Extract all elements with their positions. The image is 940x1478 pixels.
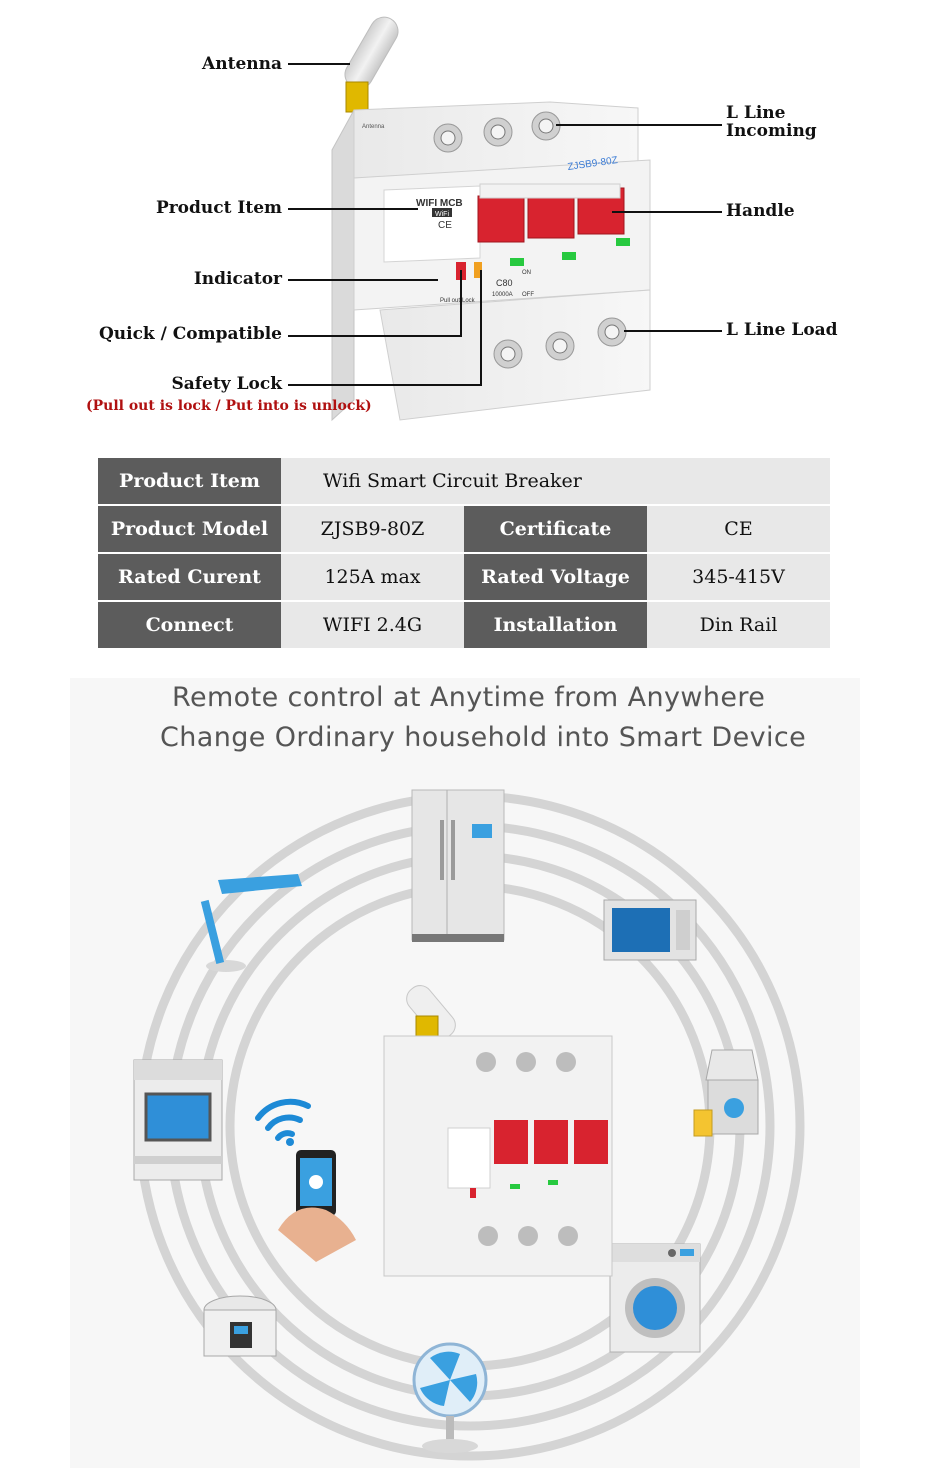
table-row: Connect WIFI 2.4G Installation Din Rail [98,602,830,650]
spec-key: Connect [98,602,281,650]
slogan-line-2: Change Ordinary household into Smart Dev… [160,722,807,753]
terminal-icon [597,317,627,347]
spec-value: 345-415V [647,554,830,602]
svg-text:10000A: 10000A [492,292,513,298]
terminal-icon [493,339,523,369]
table-row: Rated Curent 125A max Rated Voltage 345-… [98,554,830,602]
label-product-item: Product Item [155,198,282,218]
phone-hand-icon [278,1150,356,1262]
terminal-icon [483,117,513,147]
desk-lamp-icon [200,874,302,972]
label-handle: Handle [726,201,795,221]
handle-icon [477,183,625,243]
label-indicator: Indicator [193,269,282,289]
svg-text:C80: C80 [496,278,513,288]
juicer-icon [693,1049,759,1137]
leader-line [288,384,482,386]
fan-icon [412,1342,488,1453]
svg-text:CE: CE [438,220,452,231]
product-diagram: WIFI MCB WiFi CE ZJSB9-80Z Antenna C80 1… [0,0,940,440]
leader-line [612,211,722,213]
leader-line [624,330,722,332]
spec-key: Rated Curent [98,554,281,602]
leader-line [460,270,462,337]
spec-value: WIFI 2.4G [281,602,464,650]
terminal-icon [545,331,575,361]
table-row: Product Model ZJSB9-80Z Certificate CE [98,506,830,554]
svg-text:WiFi: WiFi [435,211,449,218]
svg-text:OFF: OFF [522,292,534,298]
smart-home-illustration [133,789,805,1461]
spec-value: ZJSB9-80Z [281,506,464,554]
spec-key: Product Model [98,506,281,554]
spec-table: Product Item Wifi Smart Circuit Breaker … [98,458,830,650]
table-row: Product Item Wifi Smart Circuit Breaker [98,458,830,506]
spec-key: Rated Voltage [464,554,647,602]
spec-key: Installation [464,602,647,650]
leader-line [288,208,418,210]
terminal-icon [433,123,463,153]
svg-text:WIFI MCB: WIFI MCB [416,198,463,209]
rice-cooker-icon [203,1295,277,1357]
leader-line [480,270,482,386]
label-l-line-incoming: L Line Incoming [726,103,817,141]
safety-lock-note: (Pull out is lock / Put into is unlock) [86,398,372,414]
label-l-line-load: L Line Load [726,320,838,340]
svg-text:Antenna: Antenna [362,124,385,130]
leader-line [288,335,462,337]
microwave-icon [603,899,697,961]
spec-value: Din Rail [647,602,830,650]
breaker-icon [383,985,613,1277]
label-quick-compatible: Quick / Compatible [98,324,282,344]
spec-value: CE [647,506,830,554]
washing-machine-icon [609,1243,701,1353]
spec-key: Certificate [464,506,647,554]
wifi-icon [255,1098,311,1141]
leader-line [556,124,722,126]
leader-line [288,63,350,65]
leader-line [288,279,438,281]
svg-text:Pull out-Lock: Pull out-Lock [440,298,476,304]
oven-icon [133,1059,223,1181]
breaker-illustration: WIFI MCB WiFi CE ZJSB9-80Z Antenna C80 1… [331,16,651,422]
refrigerator-icon [411,789,505,942]
label-safety-lock: Safety Lock [171,374,283,394]
svg-text:ON: ON [522,270,531,276]
spec-key: Product Item [98,458,281,506]
slogan-line-1: Remote control at Anytime from Anywhere [172,682,766,713]
label-antenna: Antenna [202,54,282,74]
spec-value: 125A max [281,554,464,602]
spec-value: Wifi Smart Circuit Breaker [281,458,830,506]
terminal-icon [531,111,561,141]
